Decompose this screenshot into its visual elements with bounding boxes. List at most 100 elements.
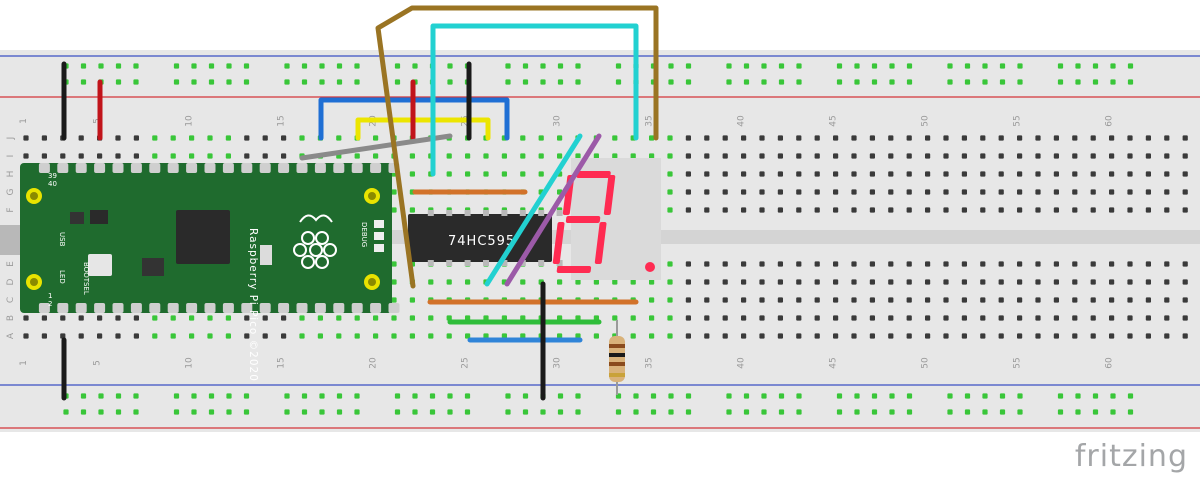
rail-hole — [522, 409, 529, 415]
hole — [722, 315, 728, 321]
rail-hole — [208, 393, 215, 399]
hole — [630, 333, 636, 339]
hole — [317, 315, 323, 321]
brand-text: Raspberry Pi Pico ©2020 — [247, 228, 259, 382]
rail-hole — [668, 79, 674, 85]
rail-hole — [836, 409, 843, 415]
hole — [189, 153, 195, 159]
hole — [925, 207, 931, 213]
hole — [1164, 207, 1170, 213]
row-letter: G — [6, 188, 16, 195]
hole — [943, 315, 949, 321]
hole — [152, 333, 158, 339]
rail-hole — [964, 63, 971, 69]
hole — [685, 153, 691, 159]
logo-berry — [315, 255, 329, 269]
rail-hole — [133, 393, 139, 399]
hole — [704, 153, 710, 159]
hole — [998, 153, 1004, 159]
bootsel-button — [88, 254, 112, 276]
hole — [244, 135, 250, 141]
rail-hole — [982, 63, 988, 69]
hole — [667, 315, 673, 321]
logo-berry — [315, 231, 329, 245]
hole — [354, 333, 360, 339]
mounting-hole — [368, 192, 376, 200]
rail-hole — [889, 409, 895, 415]
pin2-label: 2 — [48, 300, 52, 308]
hole — [1090, 207, 1096, 213]
rail-hole — [743, 79, 750, 85]
hole — [998, 135, 1004, 141]
hole — [998, 171, 1004, 177]
hole — [1017, 261, 1023, 267]
hole — [685, 333, 691, 339]
hole — [1145, 315, 1151, 321]
hole — [869, 207, 875, 213]
rail-hole — [243, 409, 250, 415]
rail-hole — [889, 393, 895, 399]
hole — [888, 135, 894, 141]
hole — [1053, 135, 1059, 141]
hole — [796, 333, 802, 339]
hole — [23, 333, 29, 339]
column-number-top: 40 — [737, 115, 747, 127]
rail-hole — [226, 393, 232, 399]
hole — [906, 333, 912, 339]
hole — [483, 333, 489, 339]
wire-cyan-top — [430, 23, 639, 177]
hole — [777, 189, 783, 195]
hole — [998, 315, 1004, 321]
hole — [575, 279, 581, 285]
hole — [704, 189, 710, 195]
hole — [189, 315, 195, 321]
rail-hole — [336, 409, 343, 415]
hole — [741, 207, 747, 213]
hole — [888, 297, 894, 303]
hole — [465, 171, 471, 177]
hole — [41, 315, 47, 321]
hole — [796, 315, 802, 321]
pico-pin-bottom — [370, 303, 382, 313]
hole — [97, 315, 103, 321]
rail-hole — [854, 63, 860, 69]
rail-hole — [208, 79, 215, 85]
hole — [1164, 189, 1170, 195]
column-number-bottom: 1 — [19, 360, 29, 366]
hole — [1109, 261, 1115, 267]
hole — [851, 153, 857, 159]
hole — [189, 135, 195, 141]
hole — [649, 315, 655, 321]
hole — [1182, 153, 1188, 159]
hole — [998, 261, 1004, 267]
hole — [354, 315, 360, 321]
hole — [833, 279, 839, 285]
rail-hole — [1110, 63, 1116, 69]
rail-hole — [319, 63, 325, 69]
hole — [1035, 315, 1041, 321]
rail-hole — [854, 409, 860, 415]
hole — [961, 189, 967, 195]
decimal-point — [645, 262, 655, 272]
hole — [538, 171, 544, 177]
hole — [998, 207, 1004, 213]
hole — [1127, 171, 1133, 177]
hole — [1017, 279, 1023, 285]
pico-pin-top — [241, 163, 253, 173]
rail-hole — [836, 79, 843, 85]
chip-leg — [556, 260, 563, 266]
hole — [759, 135, 765, 141]
rail-hole — [1127, 393, 1134, 399]
flash-chip — [90, 210, 108, 224]
hole — [23, 153, 29, 159]
rail-hole — [964, 79, 971, 85]
rail-hole — [301, 79, 308, 85]
hole — [244, 333, 250, 339]
hole — [814, 261, 820, 267]
hole — [667, 261, 673, 267]
rail-hole — [761, 63, 767, 69]
hole — [354, 153, 360, 159]
bootsel-label: BOOTSEL — [82, 262, 90, 295]
hole — [501, 153, 507, 159]
pico-pin-bottom — [241, 303, 253, 313]
